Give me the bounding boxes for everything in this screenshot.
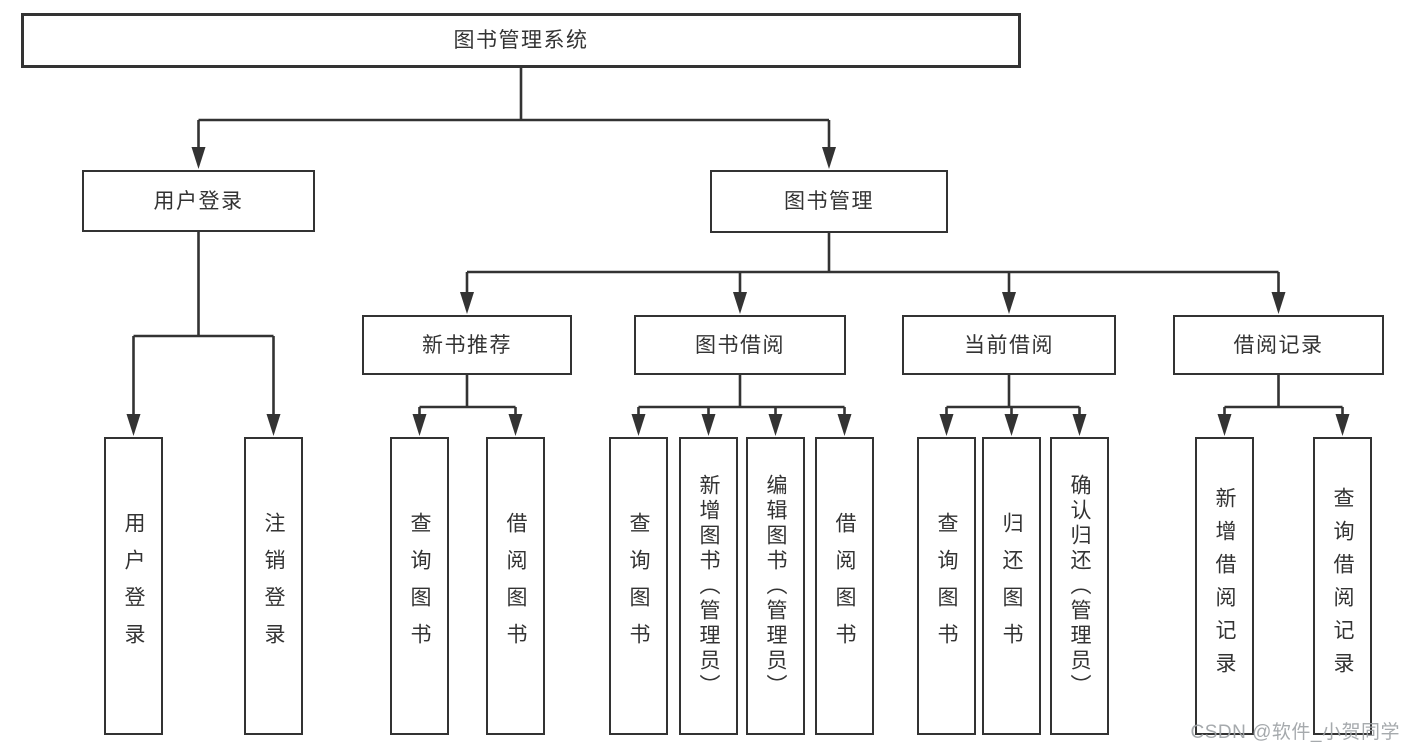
leaf-borrowing-edit-books-admin: 编辑图书（管理员） [746,437,805,735]
node-library-system: 图书管理系统 [21,13,1021,68]
node-label: 新增图书（管理员） [697,473,720,699]
node-label: 当前借阅 [964,333,1054,357]
node-label: 归还图书 [1000,512,1023,660]
node-label: 查询图书 [408,512,431,660]
leaf-logout: 注销登录 [244,437,303,735]
node-label: 借阅图书 [833,512,856,660]
leaf-current-query-books: 查询图书 [917,437,976,735]
node-current-borrowing: 当前借阅 [902,315,1116,375]
leaf-borrowing-add-books-admin: 新增图书（管理员） [679,437,738,735]
leaf-recommend-query-books: 查询图书 [390,437,449,735]
leaf-records-query-record: 查询借阅记录 [1313,437,1372,735]
node-book-borrowing: 图书借阅 [634,315,846,375]
node-label: 查询图书 [935,512,958,660]
node-label: 借阅图书 [504,512,527,660]
node-label: 查询借阅记录 [1331,487,1354,685]
node-label: 用户登录 [153,189,244,213]
node-label: 用户登录 [122,512,145,660]
node-label: 图书借阅 [695,333,785,357]
node-label: 查询图书 [627,512,650,660]
leaf-borrowing-query-books: 查询图书 [609,437,668,735]
node-label: 编辑图书（管理员） [764,473,787,699]
node-label: 图书管理 [784,190,874,213]
node-borrowing-records: 借阅记录 [1173,315,1384,375]
csdn-watermark: CSDN @软件_小贺同学 [1190,722,1400,743]
leaf-records-add-record: 新增借阅记录 [1195,437,1254,735]
arrowhead-icons [126,147,1350,436]
leaf-user-login: 用户登录 [104,437,163,735]
leaf-current-confirm-return-admin: 确认归还（管理员） [1050,437,1109,735]
node-label: 图书管理系统 [453,29,589,52]
node-book-management: 图书管理 [710,170,948,233]
node-label: 确认归还（管理员） [1068,473,1091,699]
node-user-login: 用户登录 [82,170,315,232]
node-label: 新书推荐 [422,333,512,357]
leaf-recommend-borrow-books: 借阅图书 [486,437,545,735]
node-label: 借阅记录 [1233,333,1324,357]
leaf-current-return-books: 归还图书 [982,437,1041,735]
leaf-borrowing-borrow-books: 借阅图书 [815,437,874,735]
node-label: 注销登录 [262,512,285,660]
node-new-book-recommend: 新书推荐 [362,315,572,375]
node-label: 新增借阅记录 [1213,487,1236,685]
